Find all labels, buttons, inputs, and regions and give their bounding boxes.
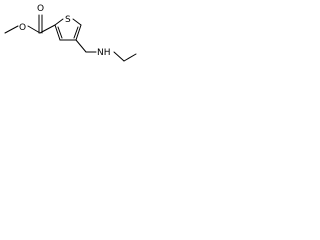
bond-c5-c4 bbox=[75, 24, 82, 41]
bond-methyl-oxygen bbox=[4, 25, 19, 34]
bond-c3-c2 bbox=[54, 24, 61, 41]
sulfur-label: S bbox=[65, 15, 71, 25]
carbonyl-oxygen-label: O bbox=[37, 4, 44, 14]
bond-oxygen-carbonyl bbox=[27, 25, 41, 34]
atom-labels: O O S NH bbox=[19, 4, 111, 58]
bond-c2-s bbox=[54, 18, 64, 26]
ester-oxygen-label: O bbox=[19, 23, 26, 33]
chemical-structure: O O S NH bbox=[4, 4, 137, 62]
bond-nh-ch2 bbox=[113, 51, 125, 62]
bond-s-c5 bbox=[72, 18, 82, 26]
bond-c3-c2-inner bbox=[57, 26, 63, 39]
bonds bbox=[4, 14, 137, 62]
amine-label: NH bbox=[97, 48, 111, 58]
bond-c5-c4-inner bbox=[73, 26, 79, 39]
bond-carbonyl-ring bbox=[39, 24, 56, 34]
bond-ethyl bbox=[123, 53, 137, 62]
bond-c4-ch2 bbox=[75, 39, 87, 53]
